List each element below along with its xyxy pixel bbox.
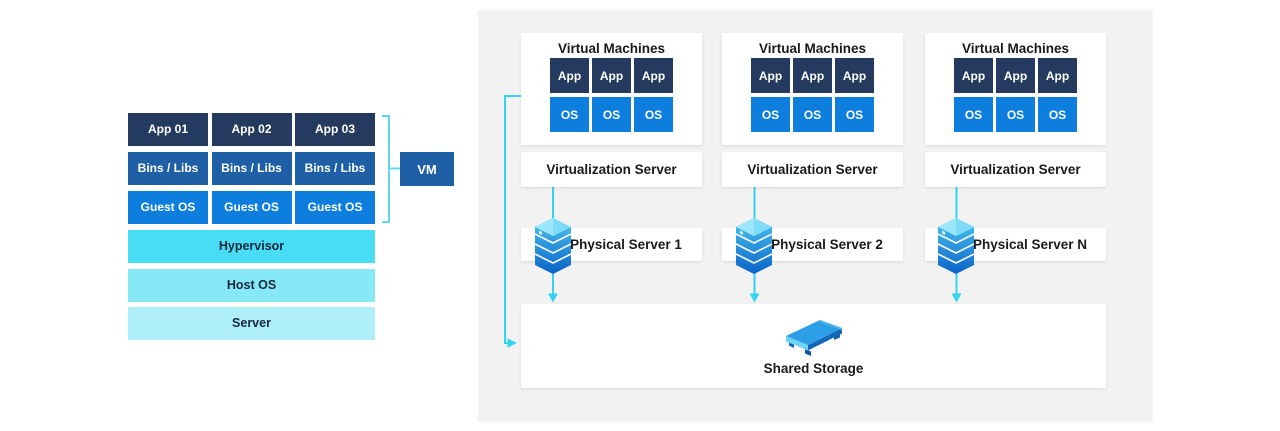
stack-cell-app: App 03 [295,113,375,146]
vm-label-box: VM [400,152,454,186]
app-box: App [634,58,673,93]
app-box: App [592,58,631,93]
os-row: OS OS OS [722,97,903,132]
virtualization-server-card: Virtualization Server [521,152,702,187]
stack-cell-bins: Bins / Libs [295,152,375,185]
app-box: App [996,58,1035,93]
os-box: OS [996,97,1035,132]
server-stack-icon [735,218,773,281]
stack-cell-guest-os: Guest OS [128,191,208,224]
os-box: OS [550,97,589,132]
host-os-layer: Host OS [128,268,375,302]
physical-server-label: Physical Server 1 [570,237,682,252]
vm-label: VM [417,161,437,177]
virtual-machines-title: Virtual Machines [557,41,666,56]
app-box: App [954,58,993,93]
virtual-machines-card: Virtual Machines App App App OS OS OS [722,33,903,145]
virtualization-server-label: Virtualization Server [546,162,677,177]
stack-cell-bins: Bins / Libs [211,152,292,185]
os-box: OS [592,97,631,132]
os-box: OS [793,97,832,132]
virtualization-server-card: Virtualization Server [722,152,903,187]
virtual-machines-card: Virtual Machines App App App OS OS OS [925,33,1106,145]
physical-server-label: Physical Server N [972,237,1088,252]
app-row: App App App [925,58,1106,93]
os-row: OS OS OS [521,97,702,132]
server-stack-icon [937,218,975,281]
os-box: OS [835,97,874,132]
virtualization-server-label: Virtualization Server [747,162,878,177]
os-box: OS [751,97,790,132]
virtualization-server-card: Virtualization Server [925,152,1106,187]
os-box: OS [954,97,993,132]
shared-storage-icon [785,319,842,356]
os-row: OS OS OS [925,97,1106,132]
shared-storage-card: Shared Storage [521,304,1106,388]
app-box: App [550,58,589,93]
app-box: App [835,58,874,93]
shared-storage-label: Shared Storage [763,360,864,376]
stack-cell-guest-os: Guest OS [211,191,292,224]
virtual-machines-card: Virtual Machines App App App OS OS OS [521,33,702,145]
stack-cell-app: App 01 [128,113,208,146]
app-box: App [751,58,790,93]
vm-bracket [382,115,400,223]
hypervisor-layer: Hypervisor [128,230,375,263]
server-stack-icon [534,218,572,281]
physical-server-label: Physical Server 2 [771,237,883,252]
app-row: App App App [722,58,903,93]
os-box: OS [634,97,673,132]
stack-cell-guest-os: Guest OS [295,191,375,224]
os-box: OS [1038,97,1077,132]
virtualization-server-label: Virtualization Server [950,162,1081,177]
virtual-machines-title: Virtual Machines [961,41,1070,56]
app-box: App [1038,58,1077,93]
stack-cell-app: App 02 [211,113,292,146]
virtual-machines-title: Virtual Machines [758,41,867,56]
server-layer: Server [128,307,375,340]
stack-cell-bins: Bins / Libs [128,152,208,185]
app-box: App [793,58,832,93]
app-row: App App App [521,58,702,93]
